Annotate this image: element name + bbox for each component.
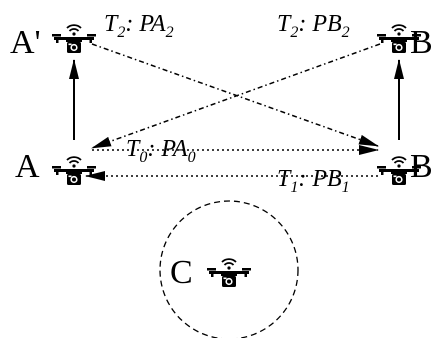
label-t2-pa2: T2: PA2 [104,11,174,41]
svg-text:T2: PA2: T2: PA2 [104,11,174,41]
node-label-b-prime: B [410,24,433,61]
svg-text:T2: PB2: T2: PB2 [277,11,350,41]
node-label-b: B [410,148,433,185]
node-label-c: C [170,254,193,291]
node-label-a: A [15,148,40,185]
drone-icon-a [52,156,96,186]
svg-text:T0: PA0: T0: PA0 [126,136,196,166]
dashed-region-circle [159,200,299,338]
label-t2-pb2: T2: PB2 [277,11,350,41]
label-t1-pb1: T1: PB1 [277,166,350,196]
arrow-a-prime-to-b-diagonal [91,43,379,147]
svg-text:T1: PB1: T1: PB1 [277,166,350,196]
arrow-b-prime-to-a-diagonal [91,43,381,149]
label-t0-pa0: T0: PA0 [126,136,196,166]
node-label-a-prime: A' [10,24,41,61]
drone-icon-a-prime [52,24,96,54]
drone-icon-c [207,258,251,288]
